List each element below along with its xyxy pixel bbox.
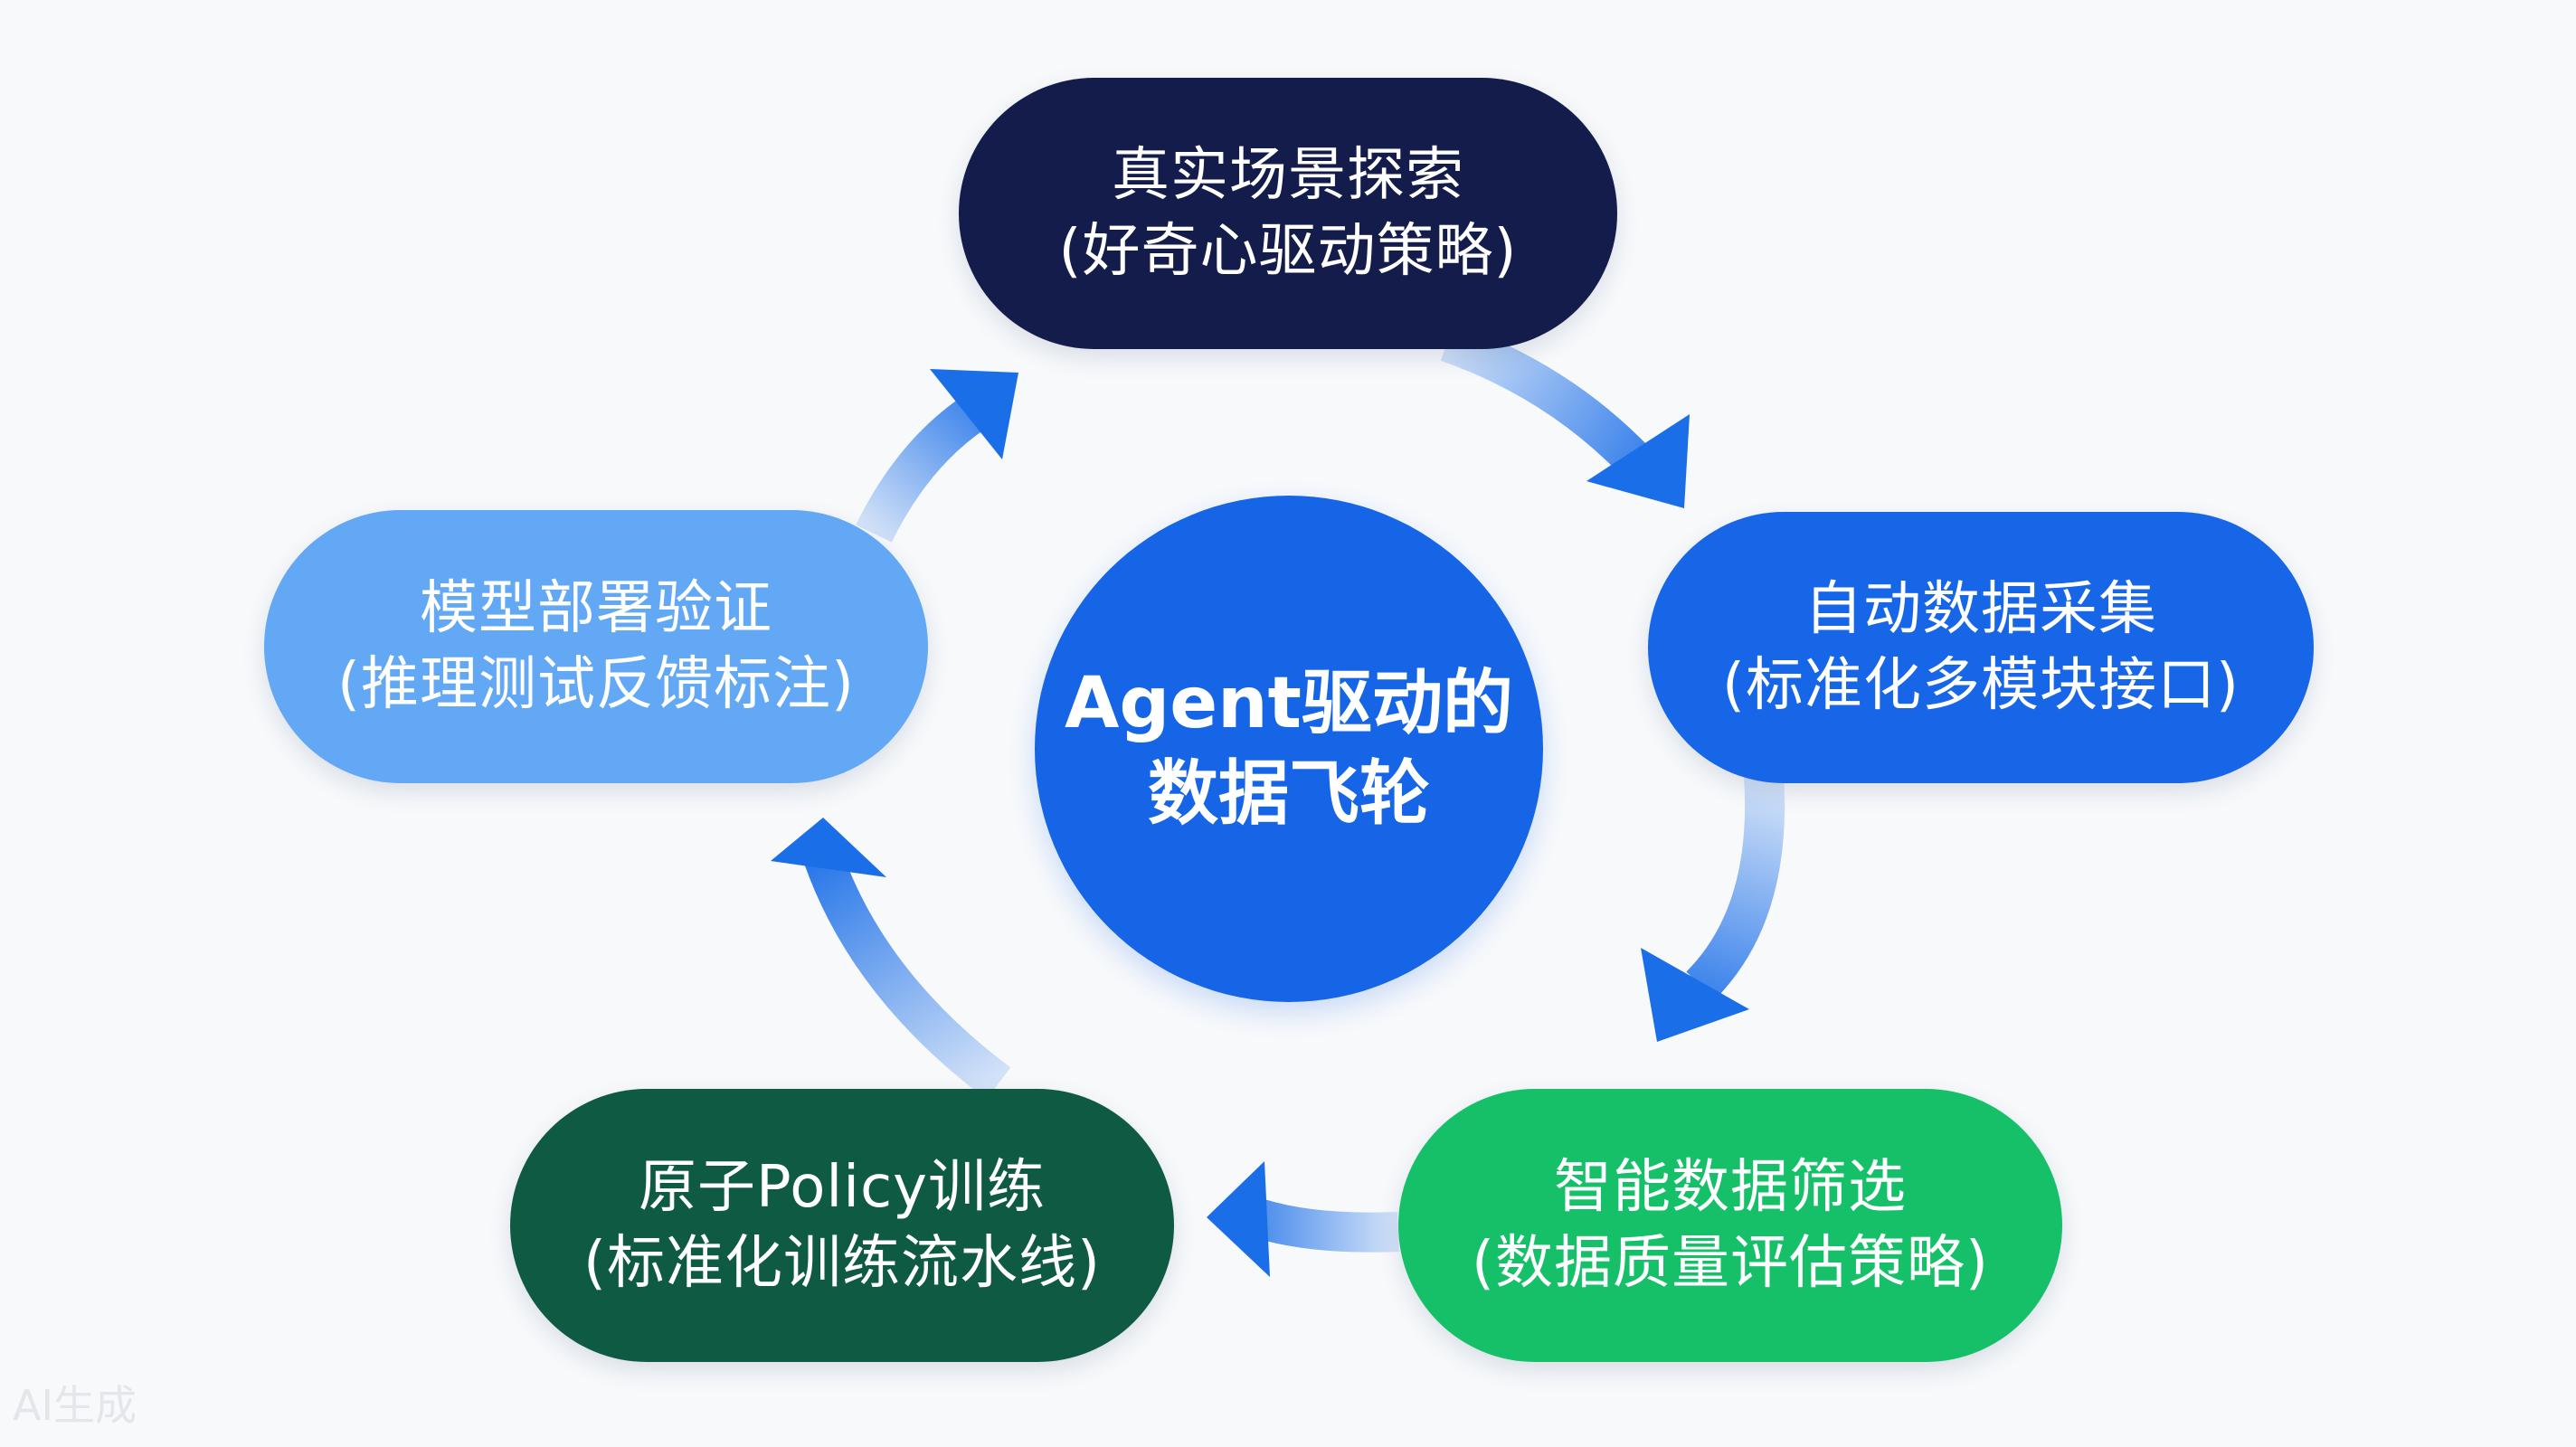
hub-title-line2: 数据飞轮 xyxy=(1147,753,1430,835)
node-title: 自动数据采集 xyxy=(1804,576,2157,643)
arrow-collect-to-filter xyxy=(1641,774,1785,1042)
hub-circle: Agent驱动的 数据飞轮 xyxy=(1035,496,1543,1002)
node-title: 原子Policy训练 xyxy=(638,1154,1046,1221)
node-auto-data-collection: 自动数据采集 (标准化多模块接口) xyxy=(1648,512,2314,783)
node-subtitle: (标准化训练流水线) xyxy=(583,1230,1101,1297)
arrow-deploy-to-explore xyxy=(856,369,1018,543)
node-real-scene-exploration: 真实场景探索 (好奇心驱动策略) xyxy=(959,78,1617,349)
node-atomic-policy-training: 原子Policy训练 (标准化训练流水线) xyxy=(510,1089,1174,1362)
arrow-explore-to-collect xyxy=(1440,323,1690,508)
hub-title-line1: Agent驱动的 xyxy=(1065,663,1513,744)
node-title: 模型部署验证 xyxy=(420,575,772,642)
watermark: AI生成 xyxy=(13,1381,137,1430)
arrow-filter-to-train xyxy=(1207,1161,1399,1277)
arrow-train-to-deploy xyxy=(771,818,1011,1100)
node-subtitle: (好奇心驱动策略) xyxy=(1058,218,1518,285)
node-subtitle: (数据质量评估策略) xyxy=(1472,1230,1989,1297)
node-title: 真实场景探索 xyxy=(1112,142,1464,209)
node-smart-data-filtering: 智能数据筛选 (数据质量评估策略) xyxy=(1398,1089,2062,1362)
node-title: 智能数据筛选 xyxy=(1554,1154,1907,1221)
node-model-deployment-validation: 模型部署验证 (推理测试反馈标注) xyxy=(264,510,928,783)
node-subtitle: (标准化多模块接口) xyxy=(1722,652,2240,719)
node-subtitle: (推理测试反馈标注) xyxy=(337,651,855,718)
